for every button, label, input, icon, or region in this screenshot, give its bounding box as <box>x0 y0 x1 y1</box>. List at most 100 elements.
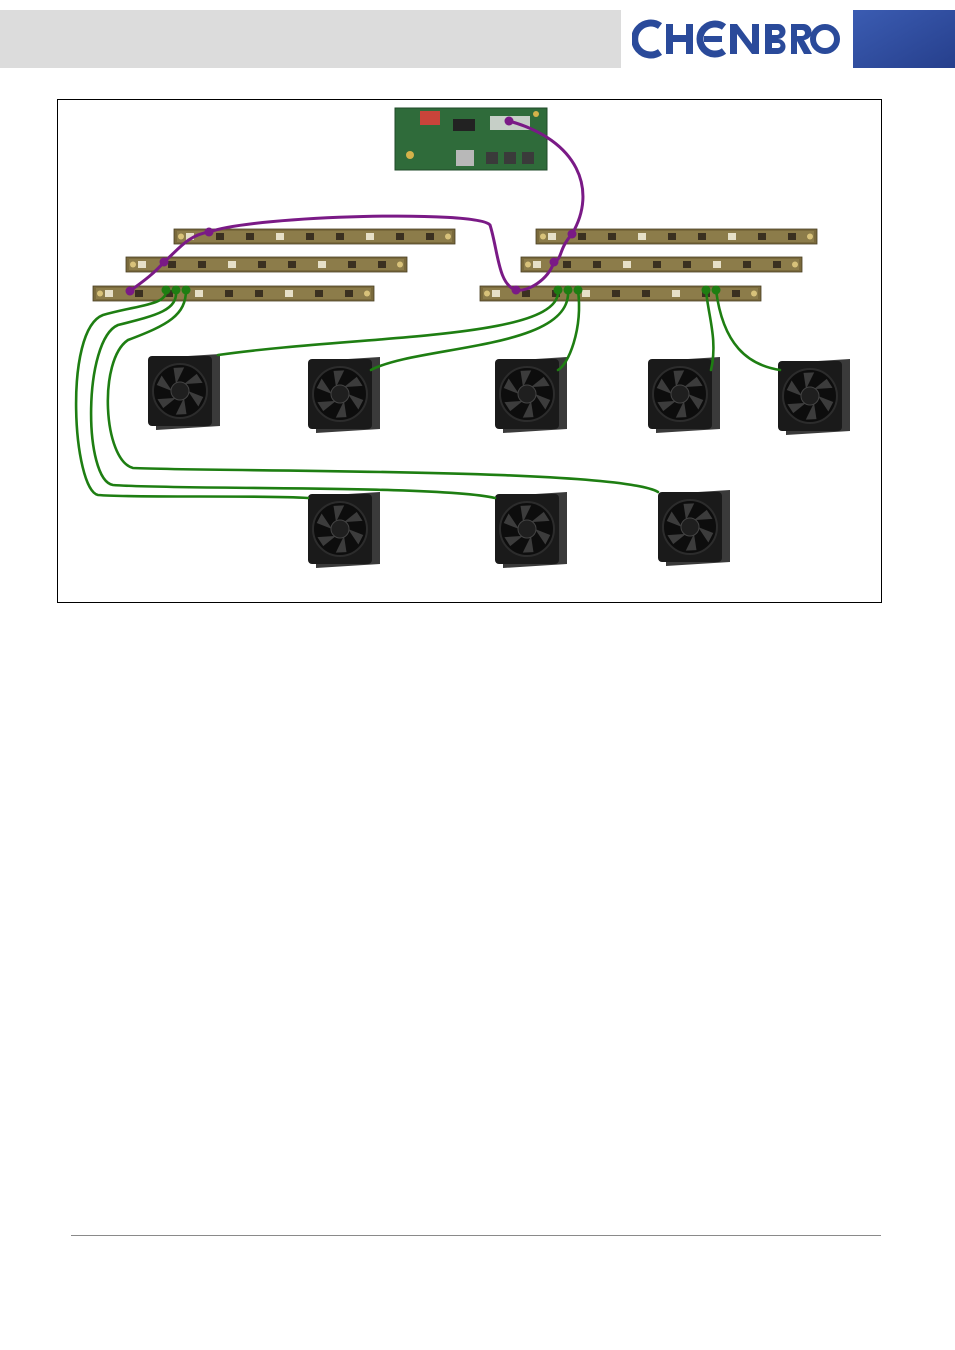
backplane-component <box>285 290 293 297</box>
controller-port <box>486 152 498 164</box>
backplane-component <box>135 290 143 297</box>
i2c-connector-dot <box>205 228 214 237</box>
backplane-component <box>336 233 344 240</box>
chenbro-logo <box>632 18 842 60</box>
fan-connector-dot <box>574 286 583 295</box>
backplane-component <box>533 261 541 268</box>
backplane-component <box>258 261 266 268</box>
fan-wiring-diagram-figure <box>57 99 882 603</box>
i2c-connector-dot <box>512 286 521 295</box>
i2c-connector-dot <box>550 258 559 267</box>
i2c-connector-dot <box>568 230 577 239</box>
controller-connector <box>456 150 474 166</box>
wiring-diagram-canvas <box>58 100 883 604</box>
backplane-component <box>563 261 571 268</box>
backplane-component <box>582 290 590 297</box>
fan-connector-dot <box>564 286 573 295</box>
backplane-component <box>198 261 206 268</box>
backplane-component <box>216 233 224 240</box>
backplane-component <box>623 261 631 268</box>
fan-hub <box>801 387 819 405</box>
backplane-mount-hole <box>364 291 370 297</box>
backplane-component <box>255 290 263 297</box>
backplane-component <box>225 290 233 297</box>
fan-hub <box>331 385 349 403</box>
backplane-component <box>288 261 296 268</box>
backplane-component <box>578 233 586 240</box>
header-bar <box>0 10 621 68</box>
fan-connector-dot <box>712 286 721 295</box>
backplane-component <box>683 261 691 268</box>
fan-hub <box>518 385 536 403</box>
backplane-component <box>758 233 766 240</box>
backplane-mount-hole <box>540 234 546 240</box>
controller-chip <box>453 119 475 131</box>
backplane-component <box>593 261 601 268</box>
backplane-component <box>612 290 620 297</box>
backplane-mount-hole <box>445 234 451 240</box>
backplane-mount-hole <box>97 291 103 297</box>
backplane-component <box>366 233 374 240</box>
backplane-component <box>345 290 353 297</box>
fan-hub <box>518 520 536 538</box>
i2c-connector-dot <box>505 117 514 126</box>
i2c-cable <box>209 216 516 290</box>
backplane-component <box>672 290 680 297</box>
backplane-component <box>713 261 721 268</box>
backplane-component <box>276 233 284 240</box>
backplane-component <box>378 261 386 268</box>
fan-hub <box>681 518 699 536</box>
backplane-mount-hole <box>751 291 757 297</box>
backplane-component <box>743 261 751 268</box>
backplane-component <box>668 233 676 240</box>
backplane-mount-hole <box>792 262 798 268</box>
backplane-component <box>315 290 323 297</box>
footer-rule <box>71 1235 881 1236</box>
backplane-component <box>653 261 661 268</box>
fan-connector-dot <box>182 286 191 295</box>
backplane-component <box>548 233 556 240</box>
controller-port <box>522 152 534 164</box>
backplane-component <box>698 233 706 240</box>
backplane-component <box>608 233 616 240</box>
fan-connector-dot <box>554 286 563 295</box>
backplane-component <box>246 233 254 240</box>
controller-port <box>504 152 516 164</box>
backplane-component <box>642 290 650 297</box>
brand-corner-block <box>853 10 955 68</box>
controller-mount-hole <box>406 151 414 159</box>
i2c-connector-dot <box>160 258 169 267</box>
backplane-mount-hole <box>178 234 184 240</box>
backplane-component <box>138 261 146 268</box>
fan-connector-dot <box>702 286 711 295</box>
backplane-component <box>105 290 113 297</box>
fan-cable <box>716 290 780 370</box>
backplane-component <box>228 261 236 268</box>
backplane-component <box>306 233 314 240</box>
backplane-component <box>638 233 646 240</box>
fan-hub <box>171 382 189 400</box>
backplane-mount-hole <box>130 262 136 268</box>
fan-hub <box>331 520 349 538</box>
backplane-component <box>195 290 203 297</box>
controller-dip-switch <box>420 111 440 125</box>
fan-hub <box>671 385 689 403</box>
backplane-component <box>396 233 404 240</box>
backplane-component <box>492 290 500 297</box>
backplane-mount-hole <box>525 262 531 268</box>
backplane-mount-hole <box>807 234 813 240</box>
backplane-component <box>168 261 176 268</box>
i2c-connector-dot <box>126 287 135 296</box>
backplane-component <box>732 290 740 297</box>
backplane-component <box>426 233 434 240</box>
backplane-component <box>773 261 781 268</box>
backplane-component <box>788 233 796 240</box>
backplane-mount-hole <box>397 262 403 268</box>
backplane-component <box>318 261 326 268</box>
controller-mount-hole <box>533 111 539 117</box>
fan-connector-dot <box>172 286 181 295</box>
backplane-mount-hole <box>484 291 490 297</box>
backplane-component <box>348 261 356 268</box>
fan-connector-dot <box>162 286 171 295</box>
backplane-component <box>728 233 736 240</box>
